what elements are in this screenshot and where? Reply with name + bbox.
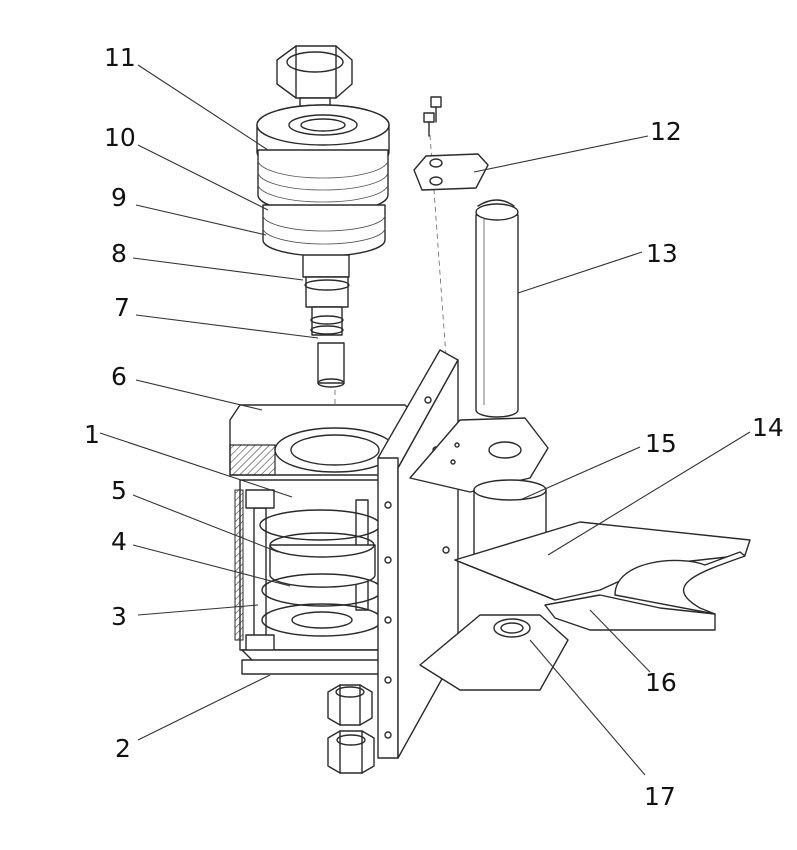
label-1: 1: [84, 420, 100, 449]
label-17: 17: [644, 782, 676, 811]
part-16-fork-arm: [454, 521, 751, 631]
label-16: 16: [645, 668, 677, 697]
loose-nut-lower: [327, 730, 375, 774]
label-15: 15: [645, 429, 677, 458]
label-10: 10: [104, 123, 136, 152]
part-10-housing: [257, 149, 389, 214]
part-13-pin: [475, 199, 519, 418]
label-13: 13: [646, 239, 678, 268]
lower-bracket: [419, 614, 569, 691]
part-9-ring: [262, 204, 386, 257]
loose-nut-upper: [327, 684, 373, 726]
label-11: 11: [104, 43, 136, 72]
label-14: 14: [752, 413, 784, 442]
part-8-shaft: [302, 254, 350, 308]
label-5: 5: [111, 476, 127, 505]
label-2: 2: [115, 734, 131, 763]
label-6: 6: [111, 362, 127, 391]
part-17-washer: [493, 618, 531, 638]
label-9: 9: [111, 183, 127, 212]
label-12: 12: [650, 117, 682, 146]
label-7: 7: [114, 293, 130, 322]
label-4: 4: [111, 527, 127, 556]
label-3: 3: [111, 602, 127, 631]
part-7-shaft-end: [310, 306, 345, 388]
leader-lines: [99, 64, 751, 776]
label-8: 8: [111, 239, 127, 268]
upper-bracket: [409, 417, 549, 493]
part-12-mounting-plate: [413, 96, 489, 191]
